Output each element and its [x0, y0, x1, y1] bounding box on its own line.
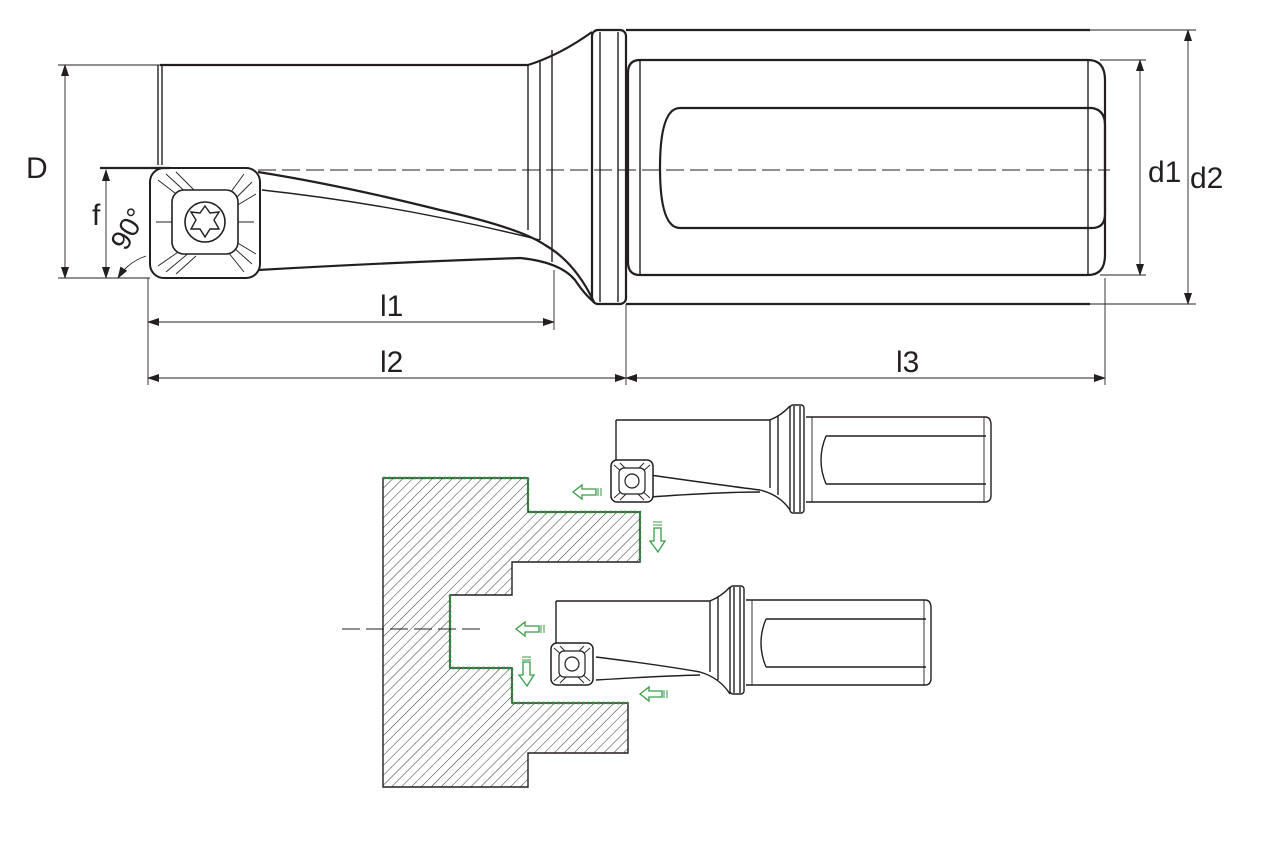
- shank: [626, 58, 1107, 277]
- main-tool-view: D f 90° l1 l2 l3 d1 d2: [26, 28, 1223, 385]
- collar: [590, 28, 628, 306]
- dim-d2-label: d2: [1190, 162, 1223, 195]
- feed-arrow-icon: [514, 620, 540, 638]
- shank-flat: [658, 106, 1107, 230]
- dim-f-label: f: [92, 199, 101, 232]
- insert: [149, 167, 261, 279]
- angle-label: 90°: [104, 203, 152, 255]
- feed-arrows: [514, 483, 668, 703]
- dim-D-label: D: [26, 152, 48, 185]
- dim-d1-label: d1: [1148, 156, 1181, 189]
- torx-screw-icon: [189, 204, 221, 239]
- feed-arrow-icon: [638, 685, 663, 703]
- toolpath-lower: [448, 595, 628, 705]
- dim-l1-label: l1: [380, 290, 403, 323]
- torx-screw-icon: [564, 656, 580, 672]
- feed-arrow-icon: [648, 527, 667, 554]
- dim-l2-label: l2: [380, 346, 403, 379]
- workpiece: [342, 476, 642, 788]
- small-tool-lower: [550, 585, 932, 695]
- dim-l3-label: l3: [896, 346, 919, 379]
- feed-arrow-icon: [571, 483, 597, 501]
- torx-screw-icon: [624, 473, 640, 489]
- feed-arrow-icon: [517, 661, 536, 688]
- small-tool-upper: [610, 404, 992, 514]
- toolpath-upper: [383, 476, 642, 562]
